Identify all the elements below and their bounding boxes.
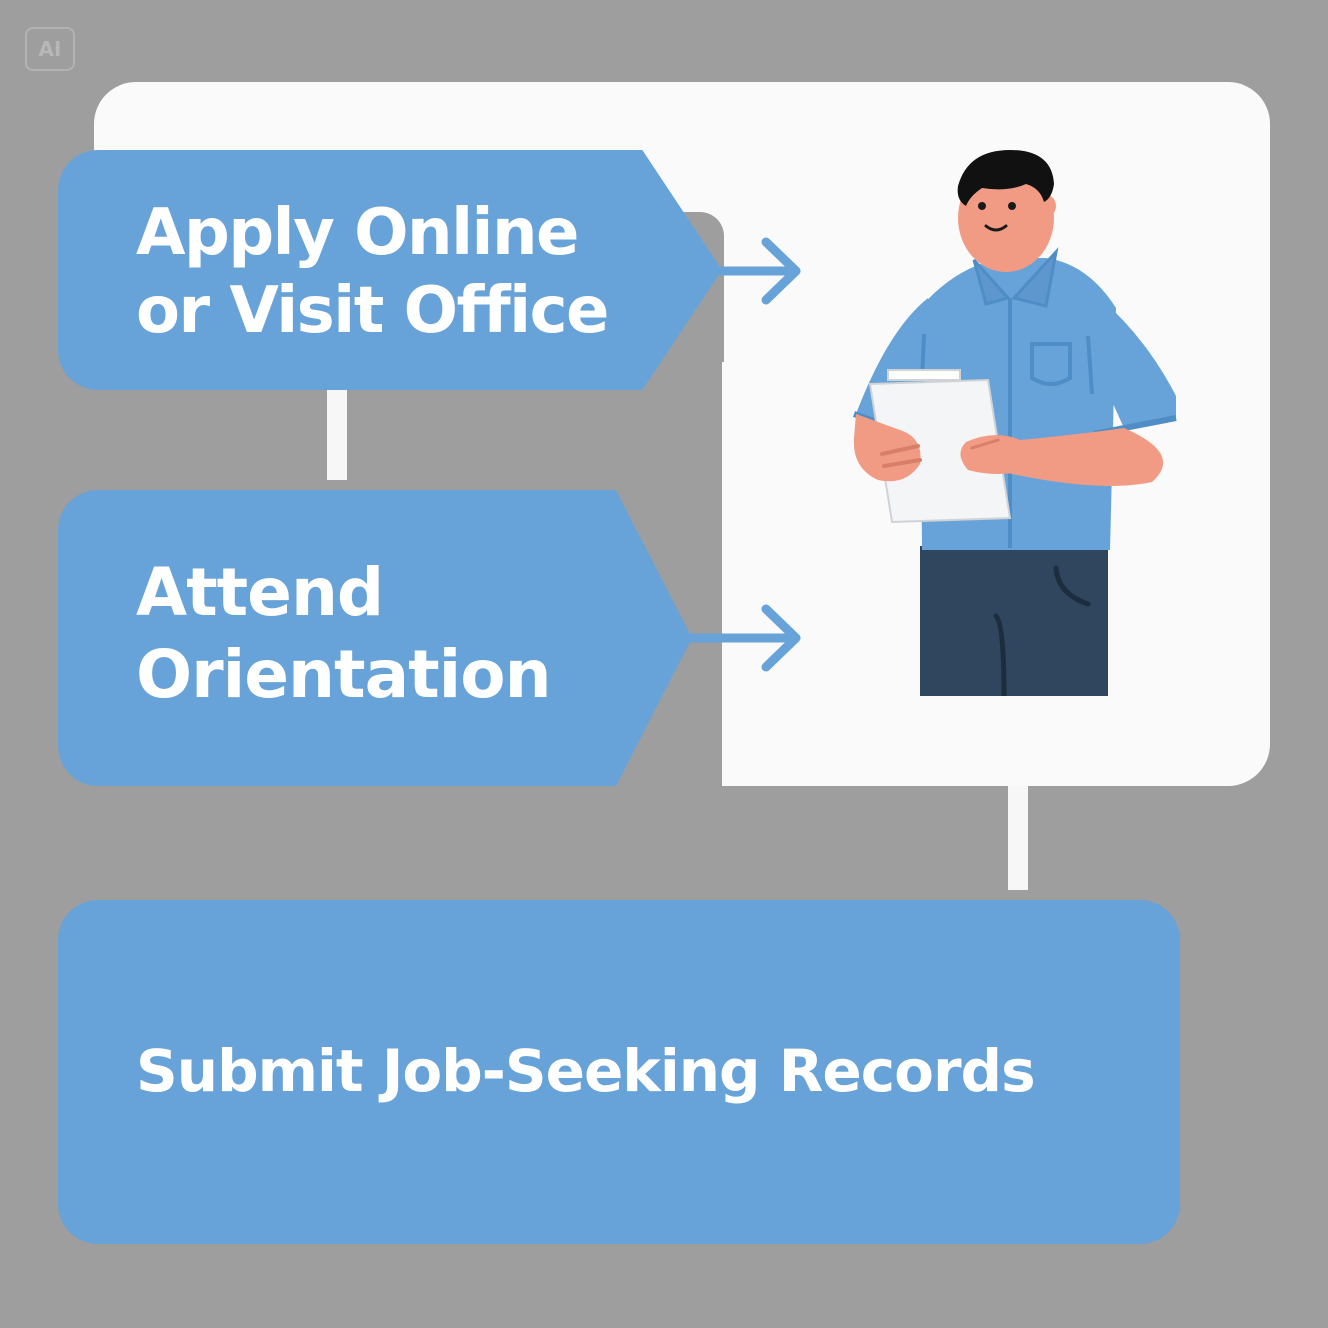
hair [957,150,1054,206]
forearm-right [994,428,1164,486]
shirt-pocket [1030,342,1072,386]
connector-step1-step2 [327,390,347,480]
ai-badge: AI [25,27,75,71]
smile [984,224,1008,232]
shirt-sleeve-right [1096,298,1176,428]
step-submit-records: Submit Job-Seeking Records [58,900,1180,1244]
step-apply-online: Apply Online or Visit Office [58,150,722,390]
pants [920,546,1108,696]
document-clip [887,369,961,381]
head [958,164,1054,272]
right-arrow-icon [688,604,801,672]
pants-pocket [1053,565,1091,607]
shirt-collar [972,247,1059,308]
right-arrow-icon [718,237,801,305]
step-3-line-1: Submit Job-Seeking Records [136,1037,1036,1105]
connector-panel-step3 [1008,786,1028,890]
hand-right [960,435,1028,474]
step-1-line-1: Apply Online [136,196,579,270]
ear [1032,194,1056,218]
step-1-line-2: or Visit Office [136,274,609,348]
pants-seam [993,613,1007,696]
step-2-line-2: Orientation [136,636,552,713]
eye-left [978,202,986,210]
step-attend-orientation: Attend Orientation [58,490,692,786]
person-holding-document-icon [853,150,1177,696]
step-2-line-1: Attend [136,554,384,631]
eye-right [1008,202,1016,210]
